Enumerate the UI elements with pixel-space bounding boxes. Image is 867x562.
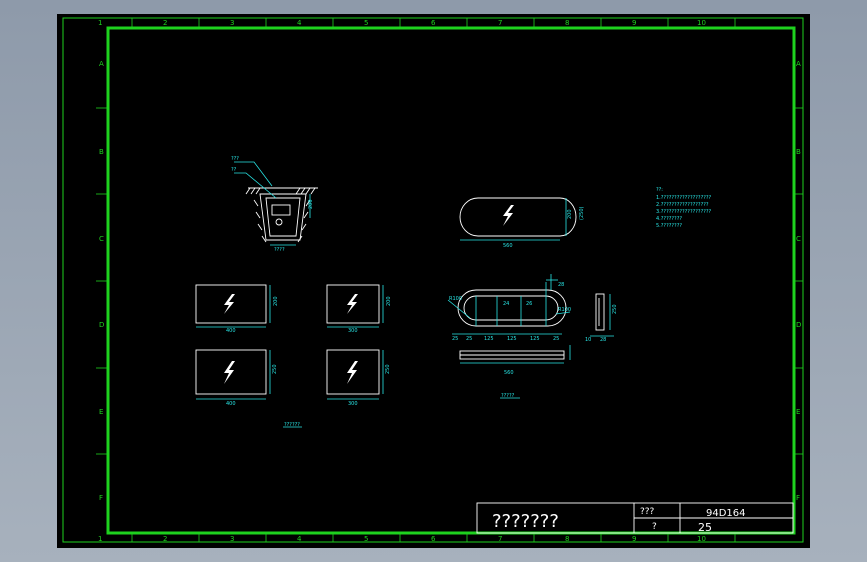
col-label: 2 [163, 19, 167, 27]
rounded-width: 560 [503, 243, 513, 249]
plan-dim: 125 [507, 336, 517, 342]
rounded-height: 200 [567, 209, 573, 219]
row-label: A [796, 60, 801, 68]
col-label: 10 [697, 19, 706, 27]
strip-view: 560 ????? [459, 345, 571, 399]
panel-1-height: 200 [273, 296, 279, 306]
inner-frame [106, 26, 796, 535]
row-label: E [796, 408, 800, 416]
col-label: 3 [230, 19, 234, 27]
note-line: 1.??????????????????? [656, 195, 712, 201]
col-label: 5 [364, 535, 368, 543]
col-label: 6 [431, 19, 436, 27]
panel-rect-4: 300 250 [326, 349, 391, 407]
col-label: 1 [98, 535, 102, 543]
side-bottom: 10 [585, 337, 591, 343]
col-label: 8 [565, 535, 569, 543]
column-labels-bottom: 1 2 3 4 5 6 7 8 9 10 [98, 535, 706, 543]
note-line: 4.???????? [656, 216, 682, 222]
plates-caption: ?????? [284, 422, 300, 428]
col-label: 6 [431, 535, 436, 543]
drawing-number: 94D164 [706, 508, 746, 519]
side-view: 250 10 28 [585, 293, 618, 343]
col-label: 1 [98, 19, 102, 27]
panel-rect-3: 400 250 [195, 349, 278, 407]
panel-rect-1: 400 200 [195, 284, 279, 334]
page-number: 25 [698, 521, 712, 534]
col-label: 7 [498, 535, 502, 543]
row-label: C [99, 235, 104, 243]
row-label: B [796, 148, 801, 156]
sheet-background [57, 14, 810, 548]
panel-3-height: 250 [272, 364, 278, 374]
row-labels-left: A B C D E F [99, 60, 104, 502]
col-label: 3 [230, 535, 234, 543]
title-block-label-1: ??? [640, 507, 655, 517]
panel-rect-2: 300 200 [326, 284, 392, 334]
row-labels-right: A B C D E F [796, 60, 801, 502]
title-block: ??????? ??? ? 94D164 25 [476, 502, 794, 534]
row-label: D [99, 321, 104, 329]
col-label: 8 [565, 19, 569, 27]
plan-dim: 25 [466, 336, 472, 342]
panel-4-width: 300 [348, 401, 358, 407]
row-label: B [99, 148, 104, 156]
side-top: 28 [558, 282, 564, 288]
title-block-label-2: ? [652, 522, 657, 532]
notes-heading: ??: [656, 187, 663, 193]
col-label: 9 [632, 19, 636, 27]
rounded-panel: 560 200 (250) [459, 197, 585, 249]
row-label: E [99, 408, 103, 416]
section-caption: ???? [274, 247, 285, 253]
col-label: 10 [697, 535, 706, 543]
column-dividers [96, 18, 803, 542]
col-label: 9 [632, 535, 636, 543]
col-label: 4 [297, 19, 302, 27]
notes-block: ??: 1.??????????????????? 2.????????????… [656, 187, 712, 229]
outer-frame [62, 17, 804, 543]
panel-4-height: 250 [385, 364, 391, 374]
ground-section-view: ??? ?? 200 ???? [231, 156, 318, 253]
col-label: 2 [163, 535, 167, 543]
row-label: F [99, 494, 103, 502]
panel-1-width: 400 [226, 328, 236, 334]
col-label: 7 [498, 19, 502, 27]
plan-view: R100 R100 24 26 28 25 25 125 125 125 25 [447, 274, 571, 342]
row-label: F [796, 494, 800, 502]
plan-dim: 25 [553, 336, 559, 342]
plan-dim: 25 [452, 336, 458, 342]
note-line: 2.?????????????????? [656, 202, 709, 208]
callout-2: ?? [231, 167, 237, 173]
plan-inner-dim: 24 [503, 301, 509, 307]
col-label: 4 [297, 535, 302, 543]
plan-dim: 125 [484, 336, 494, 342]
row-label: A [99, 60, 104, 68]
section-depth: 200 [308, 199, 314, 209]
panel-2-width: 300 [348, 328, 358, 334]
plan-dim: 125 [530, 336, 540, 342]
side-right: 250 [612, 304, 618, 314]
row-label: D [796, 321, 801, 329]
plan-radius-1: R100 [449, 296, 462, 302]
panel-3-width: 400 [226, 401, 236, 407]
column-labels-top: 1 2 3 4 5 6 7 8 9 10 [98, 19, 706, 27]
plan-inner-dim: 26 [526, 301, 532, 307]
side-bottom: 28 [600, 337, 606, 343]
title-block-title: ??????? [492, 511, 559, 532]
col-label: 5 [364, 19, 368, 27]
panel-2-height: 200 [386, 296, 392, 306]
note-line: 5.???????? [656, 223, 682, 229]
plan-width: 560 [504, 370, 514, 376]
rounded-height-alt: (250) [579, 207, 585, 220]
plan-caption: ????? [501, 393, 515, 399]
callout-1: ??? [231, 156, 239, 162]
row-label: C [796, 235, 801, 243]
note-line: 3.??????????????????? [656, 209, 712, 215]
plan-radius-2: R100 [558, 307, 571, 313]
